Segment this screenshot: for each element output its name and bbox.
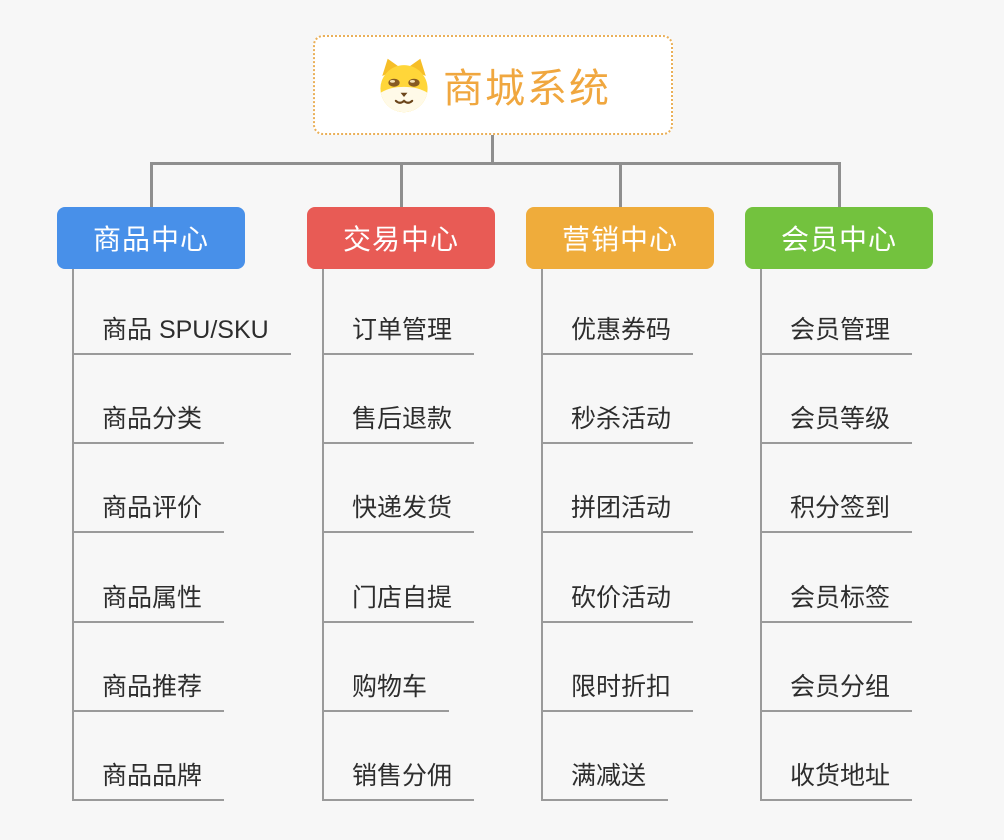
leaf-node-group-buy[interactable]: 拼团活动: [541, 487, 694, 533]
root-node[interactable]: 商城系统: [313, 35, 673, 135]
leaf-node-flash-sale[interactable]: 秒杀活动: [541, 398, 694, 444]
branch-node-trade[interactable]: 交易中心: [307, 207, 495, 269]
connector-spine-products: [72, 269, 74, 800]
leaf-node-shipping-address[interactable]: 收货地址: [760, 755, 913, 801]
connector-spine-marketing: [541, 269, 543, 800]
leaf-node-product-brand[interactable]: 商品品牌: [72, 755, 225, 801]
connector-drop-marketing: [619, 162, 622, 208]
connector-drop-trade: [400, 162, 403, 208]
leaf-node-limited-time-discount[interactable]: 限时折扣: [541, 666, 694, 712]
leaf-node-coupon-code[interactable]: 优惠券码: [541, 309, 694, 355]
branch-node-marketing[interactable]: 营销中心: [526, 207, 714, 269]
connector-trunk: [150, 162, 841, 165]
connector-root-stub: [491, 135, 494, 163]
leaf-node-express-delivery[interactable]: 快递发货: [322, 487, 475, 533]
leaf-node-product-recommend[interactable]: 商品推荐: [72, 666, 225, 712]
leaf-node-points-checkin[interactable]: 积分签到: [760, 487, 913, 533]
leaf-node-bargain-activity[interactable]: 砍价活动: [541, 577, 694, 623]
leaf-node-product-category[interactable]: 商品分类: [72, 398, 225, 444]
branch-node-members[interactable]: 会员中心: [745, 207, 933, 269]
leaf-node-store-pickup[interactable]: 门店自提: [322, 577, 475, 623]
leaf-node-product-review[interactable]: 商品评价: [72, 487, 225, 533]
leaf-node-shopping-cart[interactable]: 购物车: [322, 666, 450, 712]
leaf-node-member-tags[interactable]: 会员标签: [760, 577, 913, 623]
leaf-node-member-management[interactable]: 会员管理: [760, 309, 913, 355]
leaf-node-full-reduction[interactable]: 满减送: [541, 755, 669, 801]
branch-label: 营销中心: [561, 224, 678, 255]
branch-label: 商品中心: [92, 224, 209, 255]
leaf-node-member-level[interactable]: 会员等级: [760, 398, 913, 444]
connector-drop-members: [838, 162, 841, 208]
branch-node-products[interactable]: 商品中心: [57, 207, 245, 269]
root-title: 商城系统: [443, 67, 611, 111]
leaf-node-member-groups[interactable]: 会员分组: [760, 666, 913, 712]
branch-label: 会员中心: [780, 224, 897, 255]
connector-spine-trade: [322, 269, 324, 800]
dog-face-icon: [380, 58, 428, 113]
connector-drop-products: [150, 162, 153, 208]
leaf-node-order-management[interactable]: 订单管理: [322, 309, 475, 355]
leaf-node-after-sale-refund[interactable]: 售后退款: [322, 398, 475, 444]
leaf-node-product-spu-sku[interactable]: 商品 SPU/SKU: [72, 309, 291, 355]
connector-spine-members: [760, 269, 762, 800]
leaf-node-product-attribute[interactable]: 商品属性: [72, 577, 225, 623]
branch-label: 交易中心: [342, 224, 459, 255]
leaf-node-sales-commission[interactable]: 销售分佣: [322, 755, 475, 801]
